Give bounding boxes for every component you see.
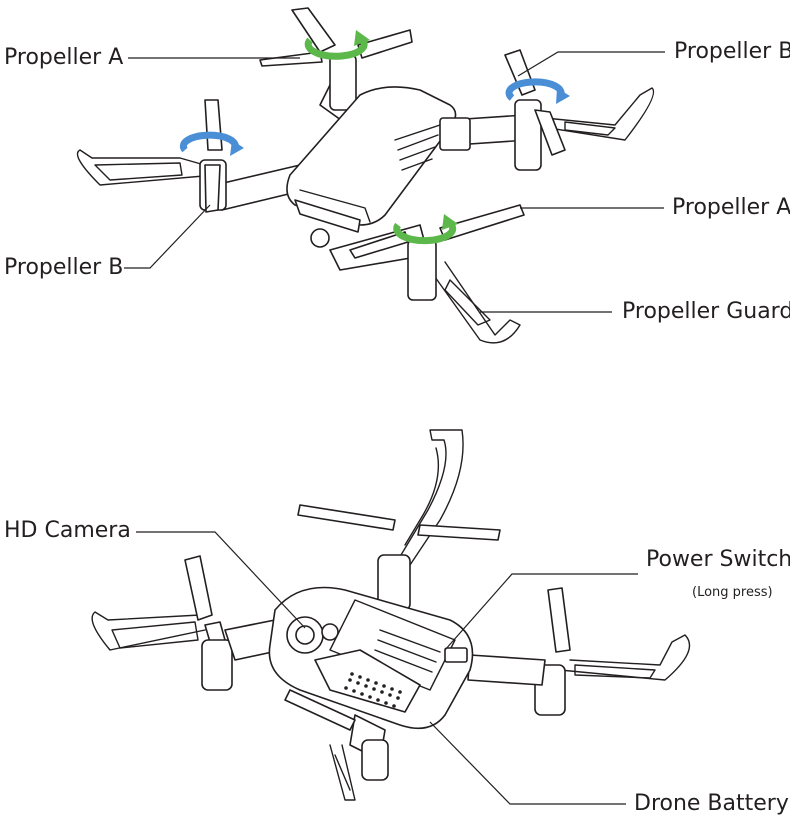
top-prop-back-blade-1 [291,7,336,53]
top-drone-illustration [76,7,655,344]
top-prop-left-blade-2 [204,164,221,213]
bottom-prop-left-blade-1 [184,555,213,621]
bottom-guard-front [329,744,356,801]
label-propeller-b-left: Propeller B [4,255,123,280]
bottom-prop-left-blade-2 [204,621,226,643]
top-guard-front [429,261,521,344]
leader-propeller-b-left [124,204,211,269]
bottom-prop-back-blade-1 [297,504,396,531]
bottom-arm-right [467,654,546,686]
bottom-guard-left [91,611,206,651]
top-body-bracket [439,117,471,151]
bottom-motor-left [201,639,233,691]
leader-hd-camera [136,531,306,629]
rotate-counterclockwise-blue-icon [179,131,244,156]
bottom-camera-gimbal [321,623,339,641]
top-guard-front-inner [444,279,491,326]
leader-propeller-b-right [517,51,665,77]
top-prop-left-blade-1 [204,99,223,151]
bottom-prop-back-blade-2 [417,524,501,541]
top-guard-left [76,149,216,186]
bottom-speaker-grid [344,672,402,708]
leader-power-switch [444,573,638,651]
bottom-prop-right-blade-1 [547,587,571,653]
bottom-guard-right-inner [574,664,656,679]
bottom-guard-top [397,429,464,566]
bottom-power-switch [444,647,468,663]
top-prop-right-blade-2 [534,109,566,156]
label-propeller-a-left: Propeller A [4,45,123,70]
label-hd-camera: HD Camera [4,518,131,543]
label-power-switch: Power Switch [646,547,790,572]
top-prop-back-blade-3 [259,51,323,67]
rotate-counterclockwise-blue-icon [505,78,570,104]
top-drone-body-side [294,199,361,233]
bottom-camera-lens [295,625,315,645]
top-drone-body [286,86,457,226]
top-drone-body-edge [299,189,371,223]
leader-drone-battery [429,721,626,805]
bottom-guard-left-inner [111,621,199,649]
top-guard-right-inner [564,121,616,136]
rotate-clockwise-green-icon [304,30,370,60]
label-power-switch-note: (Long press) [692,585,773,600]
bottom-guard-top-inner [404,447,440,546]
top-guard-right [529,87,655,141]
label-propeller-a-right: Propeller A [672,195,790,220]
bottom-body-vents [374,629,441,673]
label-drone-battery: Drone Battery [634,791,789,816]
top-motor-front [407,239,437,301]
top-camera [310,228,330,248]
top-motor-right [514,99,542,171]
top-motor-back [329,54,357,111]
bottom-motor-front [361,739,389,781]
bottom-guard-right [559,634,691,681]
bottom-prop-front-blade [284,689,356,731]
top-guard-left-inner [94,162,183,181]
label-propeller-b-right: Propeller B [674,39,790,64]
top-body-vents [394,124,441,171]
bottom-drone-illustration [91,429,691,801]
label-propeller-guard: Propeller Guard [622,299,790,324]
rotate-clockwise-green-icon [393,214,458,245]
